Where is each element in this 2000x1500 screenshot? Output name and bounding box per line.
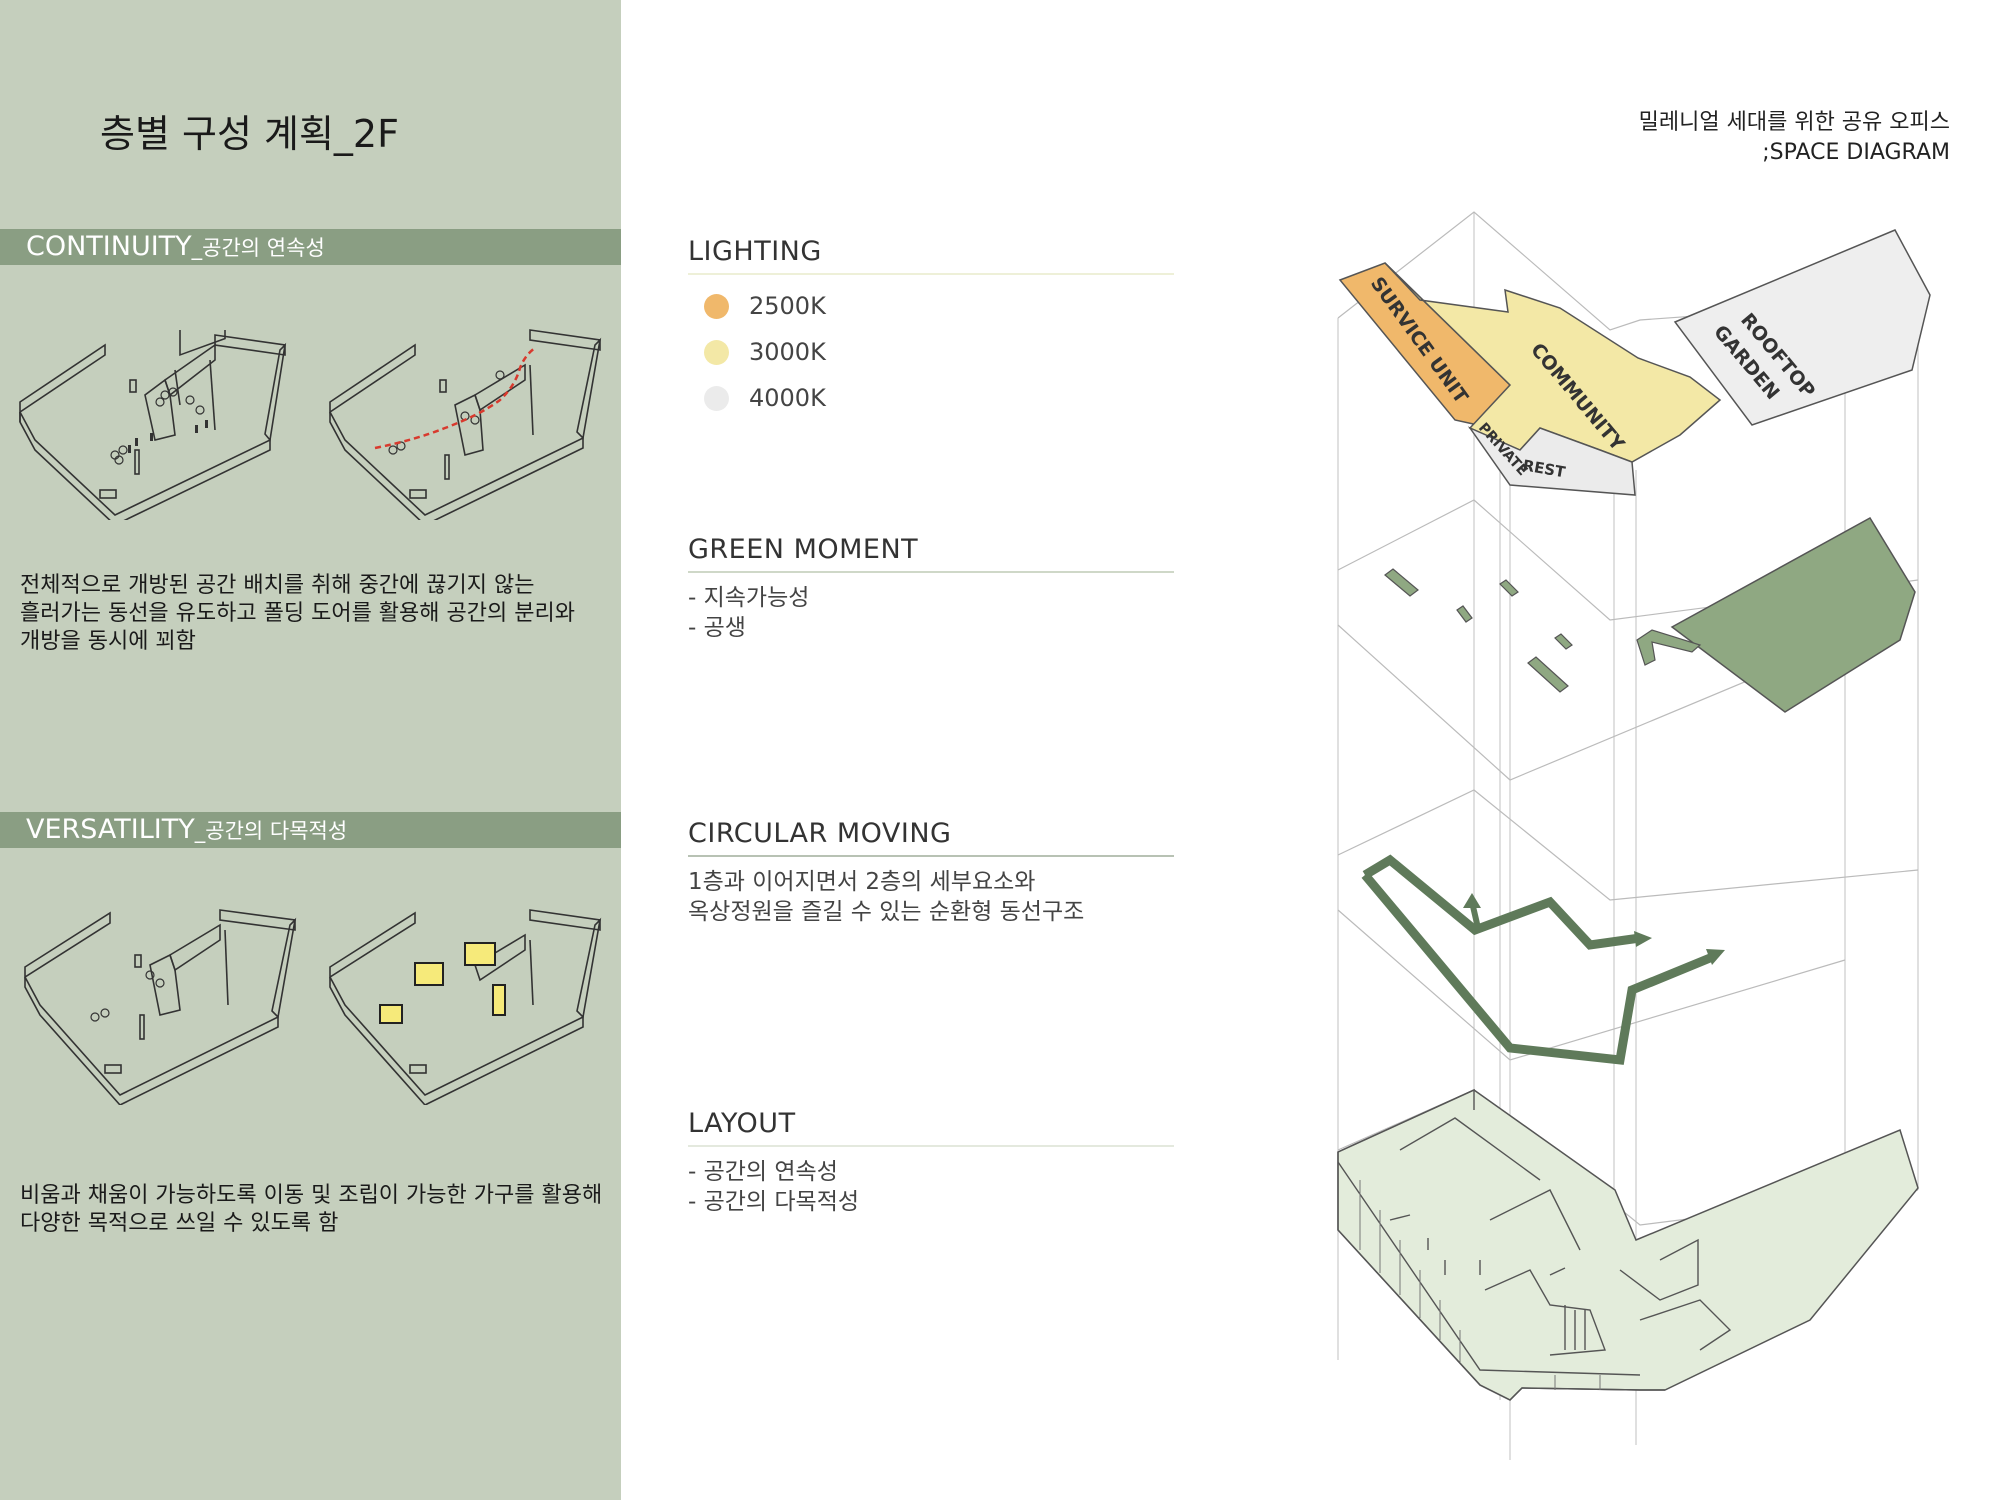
versatility-plan-1 (24, 909, 297, 1105)
circulation-path-upper (1362, 854, 1641, 950)
versatility-description: 비움과 채움이 가능하도록 이동 및 조립이 가능한 가구를 활용해 다양한 목… (20, 1183, 603, 1236)
left-panel (0, 0, 621, 1500)
circulation-path-lower (1361, 872, 1712, 1065)
green-planters (1384, 568, 1573, 693)
page-title: 층별 구성 계획_2F (100, 112, 399, 156)
versatility-section-bar: VERSATILITY_공간의 다목적성 (0, 812, 621, 848)
dot-2500k (704, 293, 729, 319)
versatility-plan-2 (329, 909, 602, 1105)
layout-walls (1337, 1088, 1732, 1401)
exploded-axonometric-diagram: SURVICE UNIT COMMUNITY ROOFTOP GARDEN PR… (1337, 211, 1931, 1460)
lighting-section: LIGHTING 2500K 3000K 4000K (688, 236, 1174, 421)
zone-rooftop-garden (1673, 229, 1931, 426)
continuity-label: CONTINUITY (26, 231, 192, 262)
layout-floor-plate (1337, 1089, 1919, 1401)
header: 밀레니얼 세대를 위한 공유 오피스 ;SPACE DIAGRAM (1639, 108, 1950, 168)
zone-private-rest (1467, 426, 1636, 496)
dot-4000k (704, 385, 729, 411)
legend-item: 2500K (688, 283, 1174, 329)
lighting-title: LIGHTING (688, 236, 822, 267)
header-title: 밀레니얼 세대를 위한 공유 오피스 (1638, 110, 1950, 135)
legend-item: 3000K (688, 329, 1174, 375)
green-moment-section: GREEN MOMENT - 지속가능성 - 공생 (688, 534, 1174, 643)
continuity-description: 전체적으로 개방된 공간 배치를 취해 중간에 끊기지 않는 흘러가는 동선을 … (20, 573, 575, 654)
layout-window-mullions (1359, 1180, 1601, 1390)
continuity-plan-1 (19, 330, 287, 520)
circular-moving-title: CIRCULAR MOVING (688, 818, 952, 849)
path-arrows (1463, 893, 1725, 965)
green-rooftop-plane (1670, 516, 1916, 713)
dot-3000k (704, 339, 729, 365)
circular-moving-section: CIRCULAR MOVING 1층과 이어지면서 2층의 세부요소와 옥상정원… (688, 818, 1174, 927)
versatility-label: VERSATILITY (26, 814, 195, 845)
green-moment-title: GREEN MOMENT (688, 534, 919, 565)
continuity-section-bar: CONTINUITY_공간의 연속성 (0, 229, 621, 265)
layout-title: LAYOUT (688, 1108, 796, 1139)
header-subtitle: ;SPACE DIAGRAM (1762, 140, 1950, 165)
green-balcony (1636, 629, 1702, 666)
continuity-sub: _공간의 연속성 (191, 236, 325, 260)
continuity-plan-2 (329, 329, 602, 520)
layout-section: LAYOUT - 공간의 연속성 - 공간의 다목적성 (688, 1108, 1174, 1217)
legend-item: 4000K (688, 375, 1174, 421)
versatility-sub: _공간의 다목적성 (194, 819, 348, 843)
